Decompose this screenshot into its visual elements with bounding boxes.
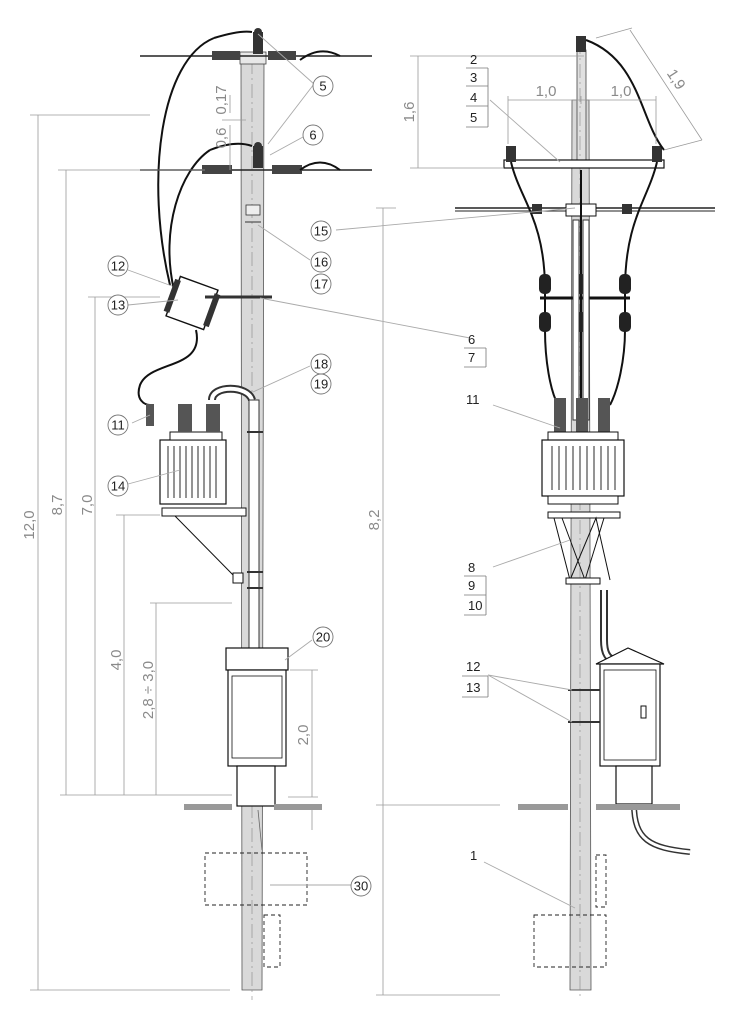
callout-r1: 1 [470, 848, 477, 863]
callout-r11: 11 [466, 392, 480, 407]
left-view: 12,0 8,7 7,0 4,0 2,8 ÷ 3,0 2,0 8,2 0,17 … [21, 28, 500, 1000]
dim-8-7: 8,7 [49, 495, 66, 516]
leaders-right [335, 99, 576, 909]
leaders-left [127, 33, 471, 886]
callout-12: 12 [111, 259, 125, 274]
dim-12-0: 12,0 [21, 510, 38, 539]
callouts-right: 2 3 4 5 6 7 11 8 9 10 12 13 [462, 52, 489, 863]
callout-r9: 9 [468, 578, 475, 593]
dim-1-6: 1,6 [401, 102, 418, 123]
callout-r6: 6 [468, 332, 475, 347]
foundation-right [533, 914, 607, 968]
lv-cabinet-left [225, 647, 289, 807]
callout-r13: 13 [466, 680, 480, 695]
callout-r8: 8 [468, 560, 475, 575]
dim-1-0-right: 1,0 [611, 83, 632, 100]
callouts-left: 5 6 12 13 11 14 15 16 17 18 19 20 30 [107, 75, 372, 897]
dimension-lines-right [410, 27, 703, 169]
dimension-lines-left [30, 95, 500, 996]
callout-r2: 2 [470, 52, 477, 67]
callout-r3: 3 [470, 70, 477, 85]
callout-r7: 7 [468, 350, 475, 365]
dim-2-8-3-0: 2,8 ÷ 3,0 [140, 661, 157, 719]
callout-17: 17 [314, 277, 328, 292]
callout-18: 18 [314, 357, 328, 372]
dim-7-0: 7,0 [79, 495, 96, 516]
callout-6: 6 [309, 128, 316, 143]
dim-8-2: 8,2 [366, 510, 383, 531]
transformer-right [541, 398, 625, 585]
callout-30: 30 [354, 879, 368, 894]
callout-19: 19 [314, 377, 328, 392]
dim-1-9: 1,9 [663, 66, 689, 93]
transformer-left [146, 404, 247, 584]
dim-2-0: 2,0 [295, 725, 312, 746]
ground-left-a [184, 804, 232, 810]
callout-r10: 10 [468, 598, 482, 613]
lower-insulators [202, 142, 302, 174]
callout-11: 11 [111, 418, 125, 433]
callout-15: 15 [314, 224, 328, 239]
dim-4-0: 4,0 [108, 650, 125, 671]
foundation-left [204, 852, 308, 906]
lv-cabinet-right [595, 647, 691, 855]
callout-r5: 5 [470, 110, 477, 125]
callout-20: 20 [316, 630, 330, 645]
ground-right-a [518, 804, 568, 810]
surge-arrester-box [163, 275, 221, 331]
right-crossarm [503, 159, 665, 169]
callout-r12: 12 [466, 659, 480, 674]
dim-1-0-left: 1,0 [536, 83, 557, 100]
callout-16: 16 [314, 255, 328, 270]
callout-r4: 4 [470, 90, 477, 105]
dim-0-6: 0,6 [213, 128, 230, 149]
callout-13: 13 [111, 298, 125, 313]
ground-left-b [274, 804, 322, 810]
ground-right-b [596, 804, 680, 810]
callout-14: 14 [111, 479, 125, 494]
dim-0-17: 0,17 [213, 85, 230, 114]
right-view: 1,6 1,0 1,0 1,9 2 3 4 5 6 7 11 8 9 10 [335, 27, 715, 1000]
callout-5: 5 [319, 79, 326, 94]
